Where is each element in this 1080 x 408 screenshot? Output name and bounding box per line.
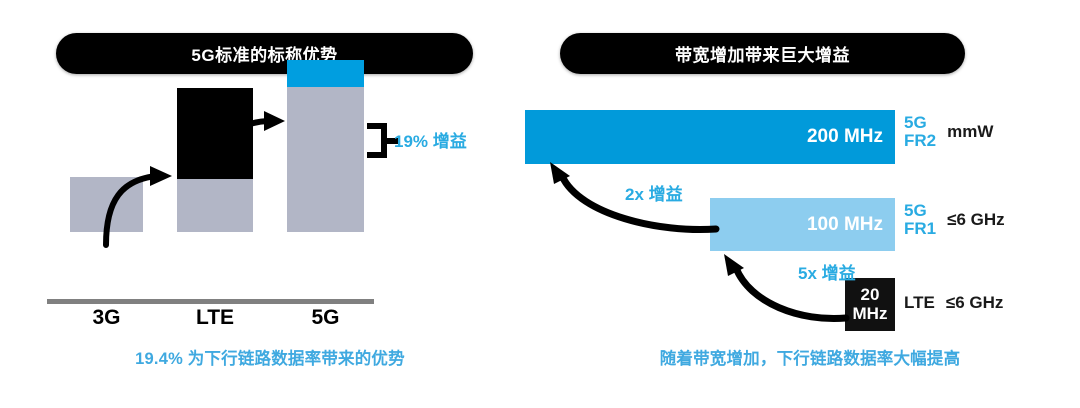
bandwidth-bar-20mhz-value-line1: 20: [860, 285, 880, 305]
caption-right: 随着带宽增加，下行链路数据率大幅提高: [659, 350, 961, 368]
tech-label-5g-fr1-line1: 5G: [904, 201, 927, 220]
band-label-sub6-fr1: ≤6 GHz: [947, 210, 1005, 230]
bandwidth-bar-200mhz-value: 200 MHz: [806, 126, 883, 147]
tech-label-5g-fr1: 5G FR1: [904, 201, 937, 239]
bar-5g-gray-segment: [287, 87, 364, 232]
bar-lte: [177, 88, 253, 232]
tech-label-5g-fr2: 5G FR2: [904, 113, 937, 151]
bandwidth-bar-20mhz-value-line2: MHz: [852, 303, 888, 323]
tech-label-lte: LTE: [904, 292, 935, 312]
bandwidth-bar-100mhz-value: 100 MHz: [806, 213, 883, 235]
bandwidth-bar-200mhz: 200 MHz: [525, 110, 895, 164]
panel-title-right: 带宽增加带来巨大增益: [560, 33, 965, 74]
tech-label-5g-fr2-line1: 5G: [904, 113, 927, 132]
bar-5g-blue-segment: [287, 60, 364, 87]
multiplier-annotation-5x: 5x 增益: [798, 264, 856, 283]
bar-label-lte: LTE: [195, 306, 235, 329]
bar-label-3g: 3G: [92, 306, 121, 329]
bar-lte-gray-segment: [177, 179, 253, 232]
bar-3g: [70, 177, 143, 232]
bandwidth-row-label-fr2: 5G FR2 mmW: [904, 113, 994, 151]
bar-chart-nominal-advantage: 3G LTE 5G 19% 增益: [0, 0, 540, 340]
bandwidth-row-label-lte: LTE ≤6 GHz: [904, 293, 1003, 313]
caption-left: 19.4% 为下行链路数据率带来的优势: [135, 350, 405, 368]
bar-artifact-mark: [311, 259, 320, 265]
band-label-mmw: mmW: [947, 122, 994, 142]
bandwidth-bar-20mhz: 20 MHz: [845, 278, 895, 331]
gain-annotation-19-percent: 19% 增益: [394, 132, 467, 151]
bar-5g: [287, 60, 364, 232]
tech-label-5g-fr2-line2: FR2: [904, 131, 937, 151]
panel-bandwidth-gain: 带宽增加带来巨大增益 200 MHz 5G FR2 mmW 100 MHz 5G…: [525, 0, 1080, 408]
bar-3g-gray-segment: [70, 177, 143, 232]
panel-nominal-advantage: 5G标准的标称优势 3G LTE 5G: [0, 0, 540, 368]
bandwidth-row-label-fr1: 5G FR1 ≤6 GHz: [904, 201, 1005, 239]
multiplier-annotation-2x: 2x 增益: [625, 185, 683, 204]
bar-lte-black-segment: [177, 88, 253, 179]
gain-bracket: [367, 123, 399, 158]
bar-label-5g: 5G: [311, 306, 340, 329]
band-label-sub6-lte: ≤6 GHz: [945, 293, 1004, 312]
bandwidth-bar-100mhz: 100 MHz: [710, 198, 895, 251]
tech-label-5g-fr1-line2: FR1: [904, 219, 937, 239]
chart-baseline-axis: [47, 299, 374, 304]
